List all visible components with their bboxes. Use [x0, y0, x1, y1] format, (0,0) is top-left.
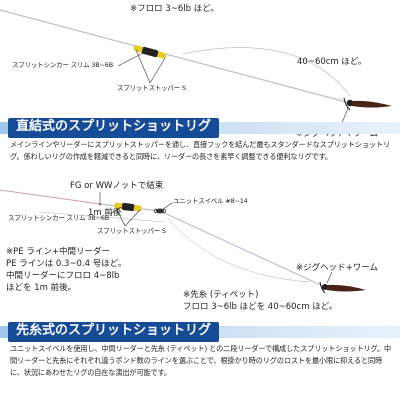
- stopper-pointer-1b: [149, 57, 166, 84]
- swivel-pointer: [162, 202, 173, 210]
- jighead-worm-2: [319, 281, 366, 294]
- line-spec-note: ※フロロ 3~6lb ほど。: [130, 4, 219, 14]
- distance-label-1: 40~60cm ほど。: [297, 57, 367, 67]
- sinker-label-1: スプリットシンカー スリム 3B~6B: [12, 61, 113, 69]
- sinker-pointer-2: [109, 206, 122, 215]
- section-title-banner-1: 直結式のスプリットショットリグ: [0, 118, 400, 138]
- section-description-1: メインラインやリーダーにスプリットストッパーを通し、直接フックを結んだ最もスタン…: [10, 140, 391, 161]
- line-note-4: ほどを 1m 前後。: [6, 283, 77, 293]
- split-sinker-2: [114, 202, 142, 212]
- unit-swivel: [153, 208, 167, 214]
- jighead-worm-1: [343, 97, 392, 111]
- length-bracket: [39, 211, 166, 223]
- pe-line: [0, 189, 101, 205]
- sinker-pointer-1: [117, 52, 144, 67]
- line-note-1: ※PE ライン+中間リーダー: [6, 247, 110, 257]
- knot-marker: [98, 202, 102, 206]
- stopper-pointer-2a: [115, 207, 126, 227]
- jighead-label-2: ※ジグヘッド+ワーム: [296, 263, 378, 273]
- main-line-1: [0, 9, 351, 104]
- jighead-label-1: ※ジグヘッド+ワーム: [296, 129, 378, 139]
- split-sinker-1: [133, 45, 167, 59]
- line-note-2: PE ラインは 0.3~0.4 号ほど。: [6, 259, 127, 269]
- stopper-label-2: スプリットストッパー S: [97, 227, 166, 235]
- length-label: 1m 前後: [88, 208, 122, 218]
- stopper-pointer-2b: [124, 209, 141, 227]
- section-description-2: ユニットスイベルを使用し、中間リーダーと先糸 (ティペット) との二段リーダーで…: [10, 344, 392, 377]
- distance-arc-1: [181, 47, 351, 97]
- jighead-pointer-2: [326, 271, 333, 284]
- tippet-note-1: ※先糸 (ティペット): [183, 290, 259, 300]
- section-title-2: 先糸式のスプリットショットリグ: [8, 322, 220, 342]
- stopper-label-1: スプリットストッパー S: [117, 84, 186, 92]
- line-note-3: 中間リーダーにフロロ 4~8lb: [6, 271, 120, 281]
- tippet-note-2: フロロ 3~6lb ほどを 40~60cm ほど。: [183, 302, 338, 312]
- tippet-line: [159, 210, 326, 288]
- stopper-pointer-1a: [135, 49, 151, 84]
- swivel-label: ユニットスイベル #8~14: [173, 197, 248, 205]
- knot-label: FG or WWノットで結束: [70, 181, 164, 191]
- section-title-1: 直結式のスプリットショットリグ: [8, 118, 220, 138]
- tippet-arc: [167, 217, 311, 283]
- section-title-banner-2: 先糸式のスプリットショットリグ: [0, 322, 400, 342]
- sinker-label-2: スプリットシンカー スリム 3B~6B: [8, 214, 109, 222]
